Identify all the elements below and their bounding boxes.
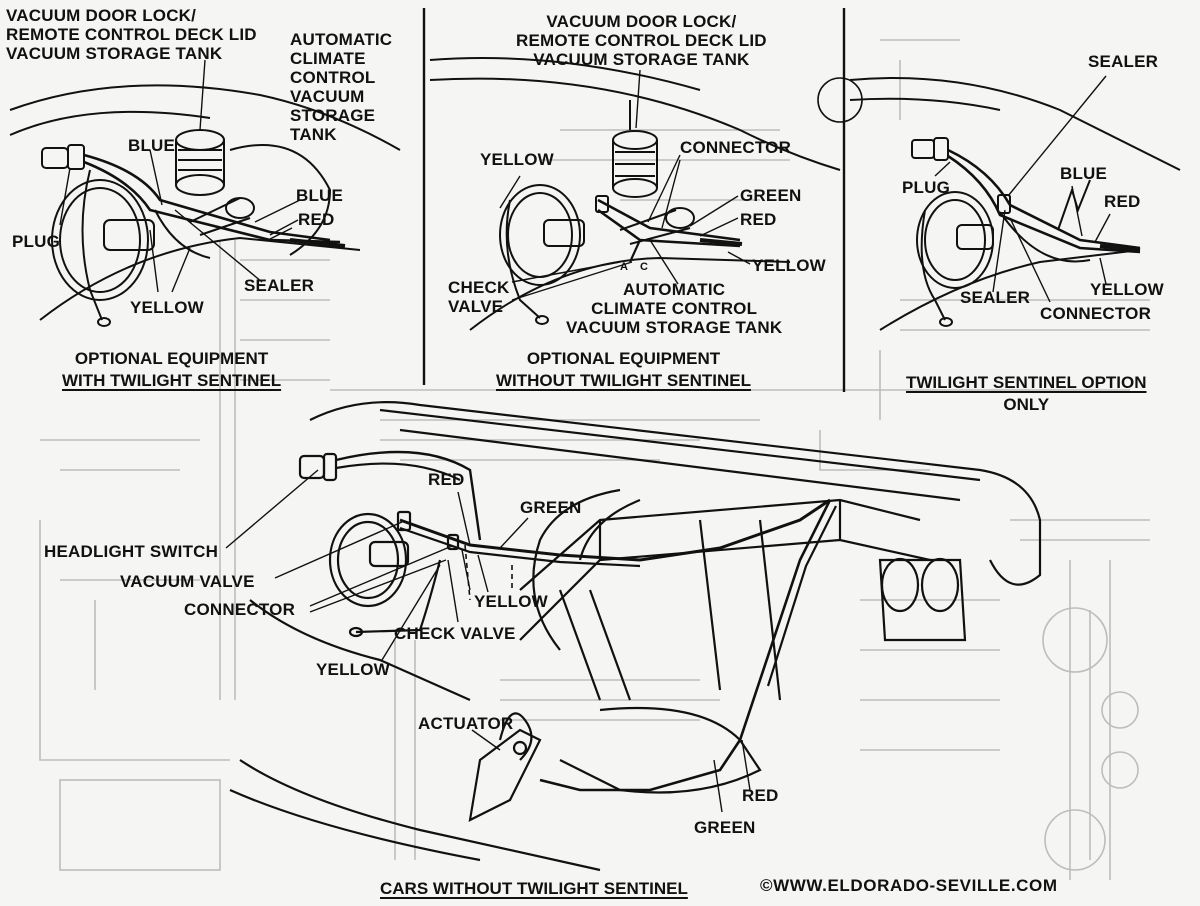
tl-climate-line3: CONTROL [290,68,376,87]
top-middle-panel-drawing [429,57,841,331]
tl-caption: OPTIONAL EQUIPMENT WITH TWILIGHT SENTINE… [62,348,281,392]
b-connector-label: CONNECTOR [184,600,296,619]
b-caption: CARS WITHOUT TWILIGHT SENTINEL [380,878,688,900]
tr-caption-line2: ONLY [1003,395,1050,414]
tm-tank-title: VACUUM DOOR LOCK/ REMOTE CONTROL DECK LI… [516,12,767,69]
tl-red-label: RED [298,210,335,229]
tm-green-label: GREEN [740,186,802,205]
tm-caption-line2: WITHOUT TWILIGHT SENTINEL [496,371,751,390]
b-green-label-1: GREEN [520,498,582,517]
tm-tank-title-line2: REMOTE CONTROL DECK LID [516,31,767,50]
tl-tank-title-line3: VACUUM STORAGE TANK [6,44,223,63]
b-caption-text: CARS WITHOUT TWILIGHT SENTINEL [380,879,688,898]
tr-sealer-label-2: SEALER [960,288,1031,307]
b-check-valve-label: CHECK VALVE [394,624,516,643]
tl-caption-line2: WITH TWILIGHT SENTINEL [62,371,282,390]
top-right-panel-drawing [817,75,1181,331]
tr-yellow-label: YELLOW [1090,280,1164,299]
tm-connector-label: CONNECTOR [680,138,792,157]
tr-plug-label: PLUG [902,178,951,197]
tm-red-label: RED [740,210,777,229]
tm-caption: OPTIONAL EQUIPMENT WITHOUT TWILIGHT SENT… [496,348,751,392]
tm-check-line1: CHECK [448,278,510,297]
b-headlight-switch-label: HEADLIGHT SWITCH [44,542,219,561]
watermark: ©WWW.ELDORADO-SEVILLE.COM [760,876,1058,895]
tm-check-valve-label: CHECK VALVE [448,278,509,316]
tm-marker-a: A [620,261,629,273]
background-schematic [39,39,1150,880]
tm-check-line2: VALVE [448,297,504,316]
tl-yellow-label: YELLOW [130,298,204,317]
tm-tank-title-line1: VACUUM DOOR LOCK/ [546,12,737,31]
tm-yellow-label-2: YELLOW [752,256,826,275]
tm-climate-line2: CLIMATE CONTROL [591,299,758,318]
panel-dividers [422,8,846,392]
tl-climate-line2: CLIMATE [290,49,366,68]
top-left-panel-drawing [9,59,401,327]
b-yellow-label-1: YELLOW [474,592,548,611]
tl-tank-title-line1: VACUUM DOOR LOCK/ [6,6,197,25]
tr-red-label: RED [1104,192,1141,211]
tm-caption-line1: OPTIONAL EQUIPMENT [526,349,721,368]
tm-yellow-label-1: YELLOW [480,150,554,169]
b-yellow-label-2: YELLOW [316,660,390,679]
b-actuator-label: ACTUATOR [418,714,514,733]
tr-caption: TWILIGHT SENTINEL OPTION ONLY [906,372,1147,416]
tl-climate-line1: AUTOMATIC [290,30,393,49]
tm-climate-tank-label: AUTOMATIC CLIMATE CONTROL VACUUM STORAGE… [566,280,782,337]
tr-connector-label: CONNECTOR [1040,304,1152,323]
tl-sealer-label: SEALER [244,276,315,295]
tl-tank-title: VACUUM DOOR LOCK/ REMOTE CONTROL DECK LI… [6,6,257,63]
tl-climate-line5: STORAGE [290,106,376,125]
tl-blue-label-2: BLUE [296,186,344,205]
tr-caption-line1: TWILIGHT SENTINEL OPTION [906,373,1147,392]
tl-plug-label: PLUG [12,232,61,251]
tm-climate-line1: AUTOMATIC [623,280,726,299]
b-green-label-2: GREEN [694,818,756,837]
b-red-label-2: RED [742,786,779,805]
bottom-panel-drawing [225,401,1042,872]
tm-climate-line3: VACUUM STORAGE TANK [566,318,783,337]
tm-marker-c: C [640,261,649,273]
tl-climate-tank-label: AUTOMATIC CLIMATE CONTROL VACUUM STORAGE… [290,30,392,144]
tl-climate-line6: TANK [290,125,337,144]
tm-tank-title-line3: VACUUM STORAGE TANK [533,50,750,69]
tr-blue-label: BLUE [1060,164,1108,183]
b-vacuum-valve-label: VACUUM VALVE [120,572,255,591]
tl-blue-label-1: BLUE [128,136,176,155]
b-red-label-1: RED [428,470,465,489]
tr-sealer-label-1: SEALER [1088,52,1159,71]
tl-climate-line4: VACUUM [290,87,365,106]
tl-caption-line1: OPTIONAL EQUIPMENT [74,349,269,368]
tl-tank-title-line2: REMOTE CONTROL DECK LID [6,25,257,44]
